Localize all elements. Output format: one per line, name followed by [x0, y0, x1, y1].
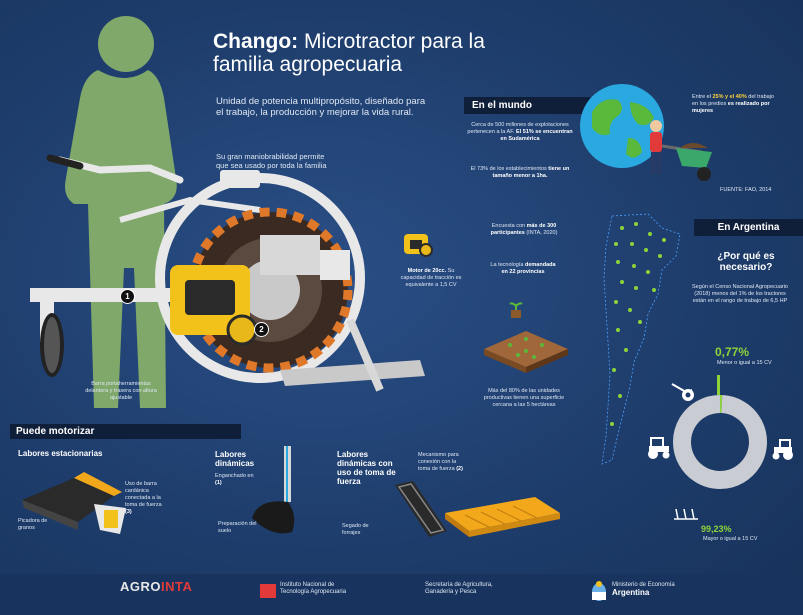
pto-caption-num: (2) — [456, 466, 463, 472]
subtitle: Unidad de potencia multipropósito, diseñ… — [216, 96, 426, 118]
women-text-a: Entre el — [692, 94, 711, 100]
world-text-1b: El 51% se encuentran en Sudamérica — [500, 129, 573, 142]
inta-icon — [260, 584, 276, 598]
micro-tractor-icon — [671, 383, 694, 401]
survey-text-2: La tecnología demandada en 22 provincias — [490, 262, 556, 276]
toolbar-caption: Barra portaherramientas delantera y tras… — [85, 381, 157, 401]
pto-title: Labores dinámicas con uso de toma de fue… — [337, 450, 396, 486]
ministerio: Ministerio de Economía Argentina — [612, 582, 702, 598]
women-text-b: 25% y el 40% — [712, 94, 747, 100]
marker-1: 1 — [120, 289, 135, 304]
title-text: Microtractor para la familia agropecuari… — [213, 30, 485, 76]
argentina-header: En Argentina — [694, 219, 803, 236]
footer: AGROINTA Instituto Nacional de Tecnologí… — [0, 574, 803, 615]
sprout-icon — [509, 302, 523, 318]
mower-illustration — [395, 481, 560, 537]
dynamic-title: Labores dinámicas — [215, 450, 255, 468]
survey-text-2a: La tecnología — [490, 262, 524, 268]
inta-logo: AGROINTA — [120, 580, 192, 593]
pct-low-label: Menor o igual a 15 CV — [717, 360, 772, 366]
tractor-share-donut — [673, 395, 767, 489]
microtractor-illustration — [30, 154, 425, 392]
soil-caption: Preparación del suelo — [218, 521, 257, 534]
pto-caption: Mecanismo para conexión con la toma de f… — [418, 452, 466, 473]
census-text: Según el Censo Nacional Agropecuario (20… — [691, 284, 788, 304]
world-text-2a: El 73% de los establecimientos — [470, 166, 547, 172]
stationary-caption-text: Uso de barra cardánica conectada a la to… — [125, 481, 162, 508]
survey-text-1c: (INTA, 2020) — [526, 230, 558, 236]
survey-text-1: Encuesta con más de 300 participantes (I… — [484, 223, 564, 237]
women-text: Entre el 25% y el 40% del trabajo en los… — [692, 94, 778, 115]
pct-high-label: Mayor o igual a 15 CV — [703, 536, 758, 542]
donut-slice-1 — [673, 395, 767, 489]
page-title: Chango: Microtractor para la familia agr… — [213, 30, 543, 76]
stationary-caption-num: (3) — [125, 509, 132, 515]
globe-icon — [580, 84, 664, 168]
world-text-2b: tiene un tamaño menor a 1ha. — [492, 166, 570, 179]
field-icon — [484, 331, 568, 373]
source-text: FUENTE: FAO, 2014 — [720, 187, 772, 193]
logo-agro-text: AGRO — [120, 579, 161, 594]
stationary-title: Labores estacionarias — [18, 449, 103, 458]
question-text: ¿Por qué es necesario? — [717, 251, 775, 273]
dynamic-caption-num: (1) — [215, 480, 222, 486]
women-text-c: del trabajo en los predios — [692, 94, 774, 107]
person-silhouette — [65, 16, 177, 408]
tractor-icon-left — [648, 437, 670, 459]
survey-text-3: Más del 80% de las unidades productivas … — [483, 388, 565, 408]
engine-caption-text: Su capacidad de tracción es equivalente … — [400, 268, 462, 288]
engine-caption: Motor de 20cc. Su capacidad de tracción … — [395, 268, 467, 289]
inta-name: Instituto Nacional de Tecnología Agropec… — [280, 582, 347, 595]
pct-high-value: 99,23% — [701, 524, 732, 534]
maneuver-text: Su gran maniobrabilidad permite que sea … — [216, 152, 327, 170]
forage-caption: Segado de forrajes — [342, 523, 369, 536]
woman-wheelbarrow-icon — [650, 120, 712, 181]
marker-2: 2 — [254, 322, 269, 337]
argentina-coat-of-arms-icon — [592, 581, 606, 601]
dynamic-caption-text: Enganchado en — [215, 473, 254, 479]
engine-icon — [404, 234, 433, 257]
world-text-2: El 73% de los establecimientos tiene un … — [466, 166, 574, 180]
survey-text-1b: más de 300 participantes — [490, 223, 557, 236]
title-brand: Chango: — [213, 30, 299, 53]
plow-illustration — [252, 446, 295, 534]
world-text-1: Cerca de 500 millones de explotaciones p… — [464, 122, 576, 143]
pct-low-value: 0,77% — [715, 345, 750, 359]
world-header: En el mundo — [464, 97, 590, 114]
argentina-map — [601, 213, 681, 465]
engine-caption-bold: Motor de 20cc. — [407, 268, 447, 274]
survey-text-2b: demandada en 22 provincias — [501, 262, 556, 275]
pto-caption-text: Mecanismo para conexión con la toma de f… — [418, 452, 459, 472]
cultivator-icon — [674, 508, 698, 520]
secretaria-name: Secretaría de Agricultura, Ganadería y P… — [425, 582, 493, 595]
grain-grinder-illustration — [22, 472, 126, 534]
grinder-caption: Picadora de granos — [18, 518, 48, 531]
world-text-1a: Cerca de 500 millones de explotaciones p… — [467, 122, 569, 135]
donut-pointer — [717, 375, 720, 395]
women-text-d: es realizado por mujeres — [692, 101, 770, 114]
survey-text-1a: Encuesta con — [491, 223, 526, 229]
logo-inta-text: INTA — [161, 579, 193, 594]
motorize-header: Puede motorizar — [10, 424, 241, 439]
ministerio-name: Ministerio de Economía — [612, 582, 675, 588]
dynamic-caption: Enganchado en (1) — [215, 473, 257, 487]
tractor-icon-right — [772, 439, 793, 460]
stationary-caption: Uso de barra cardánica conectada a la to… — [125, 481, 167, 516]
country-name: Argentina — [612, 588, 650, 597]
